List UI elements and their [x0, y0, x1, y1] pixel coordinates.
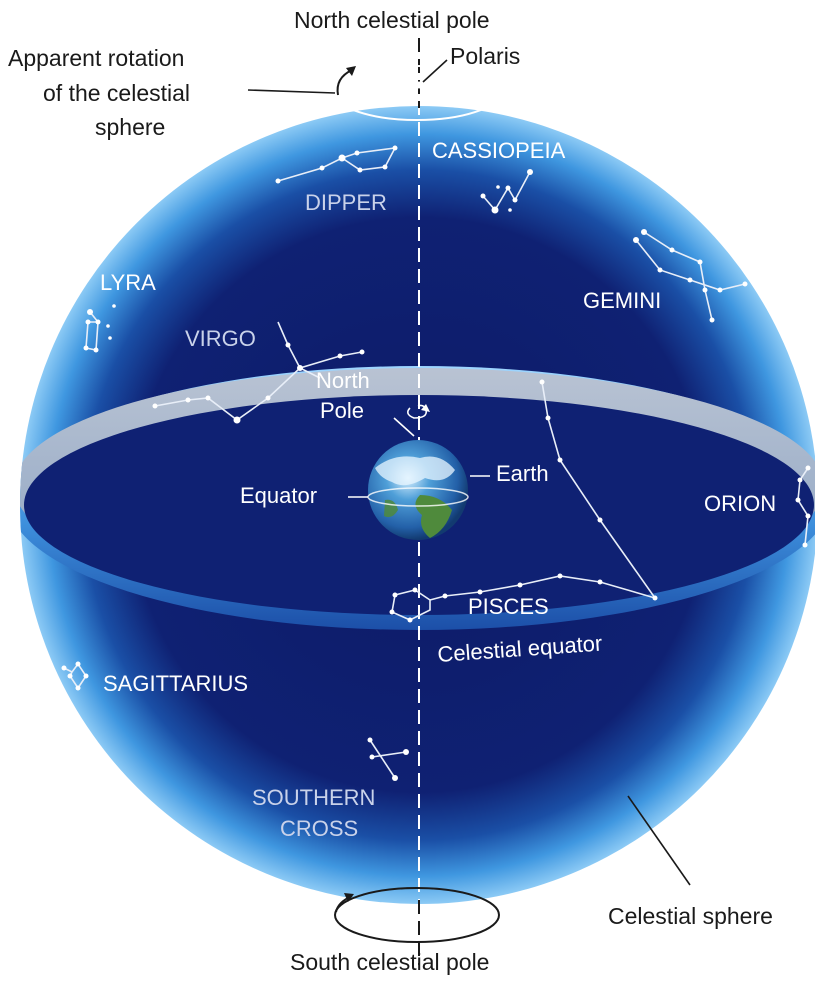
- equator-label: Equator: [240, 483, 317, 508]
- virgo-constellation: [152, 321, 365, 424]
- lyra-constellation: [83, 304, 116, 353]
- celestial-sphere-label: Celestial sphere: [608, 903, 773, 929]
- southern-cross-label-1: SOUTHERN: [252, 785, 375, 810]
- earth-rotation-arrowhead-icon: [421, 404, 430, 412]
- southern-cross-label-2: CROSS: [280, 816, 358, 841]
- sagittarius-label: SAGITTARIUS: [103, 671, 248, 696]
- orion-constellation: [795, 465, 811, 548]
- apparent-rotation-label-2: of the celestial: [43, 80, 190, 106]
- dipper-constellation: [275, 145, 398, 184]
- polaris-star: [415, 81, 423, 89]
- rotation-leader: [247, 89, 336, 94]
- orion-label: ORION: [704, 491, 776, 516]
- rotation-arrow-icon: [336, 69, 353, 96]
- celestial-sphere-leader: [627, 795, 691, 886]
- polaris-label: Polaris: [450, 43, 520, 69]
- dipper-label: DIPPER: [305, 190, 387, 215]
- sagittarius-constellation: [61, 661, 89, 691]
- earth-label: Earth: [496, 461, 549, 486]
- virgo-label: VIRGO: [185, 326, 256, 351]
- cassiopeia-label: CASSIOPEIA: [432, 138, 566, 163]
- pisces-constellation: [389, 379, 658, 623]
- south-celestial-pole-label: South celestial pole: [290, 949, 489, 975]
- apparent-rotation-label-1: Apparent rotation: [8, 45, 184, 71]
- earth: [367, 440, 469, 540]
- gemini-constellation: [633, 229, 748, 323]
- south-rotation-ellipse: [334, 887, 500, 943]
- north-pole-label-1: North: [316, 368, 370, 393]
- lyra-label: LYRA: [100, 270, 156, 295]
- gemini-label: GEMINI: [583, 288, 661, 313]
- southern-cross-constellation: [367, 737, 409, 781]
- rotation-arrowhead-icon: [346, 66, 356, 76]
- north-pole-leader: [393, 417, 415, 437]
- cassiopeia-constellation: [480, 169, 533, 214]
- north-pole-label-2: Pole: [320, 398, 364, 423]
- earth-rotation-arrow-icon: [406, 404, 428, 419]
- south-rotation-arrowhead-icon: [344, 893, 354, 902]
- polaris-leader: [422, 59, 448, 83]
- apparent-rotation-label-3: sphere: [95, 114, 165, 140]
- pisces-label: PISCES: [468, 594, 549, 619]
- north-celestial-pole-label: North celestial pole: [294, 7, 490, 33]
